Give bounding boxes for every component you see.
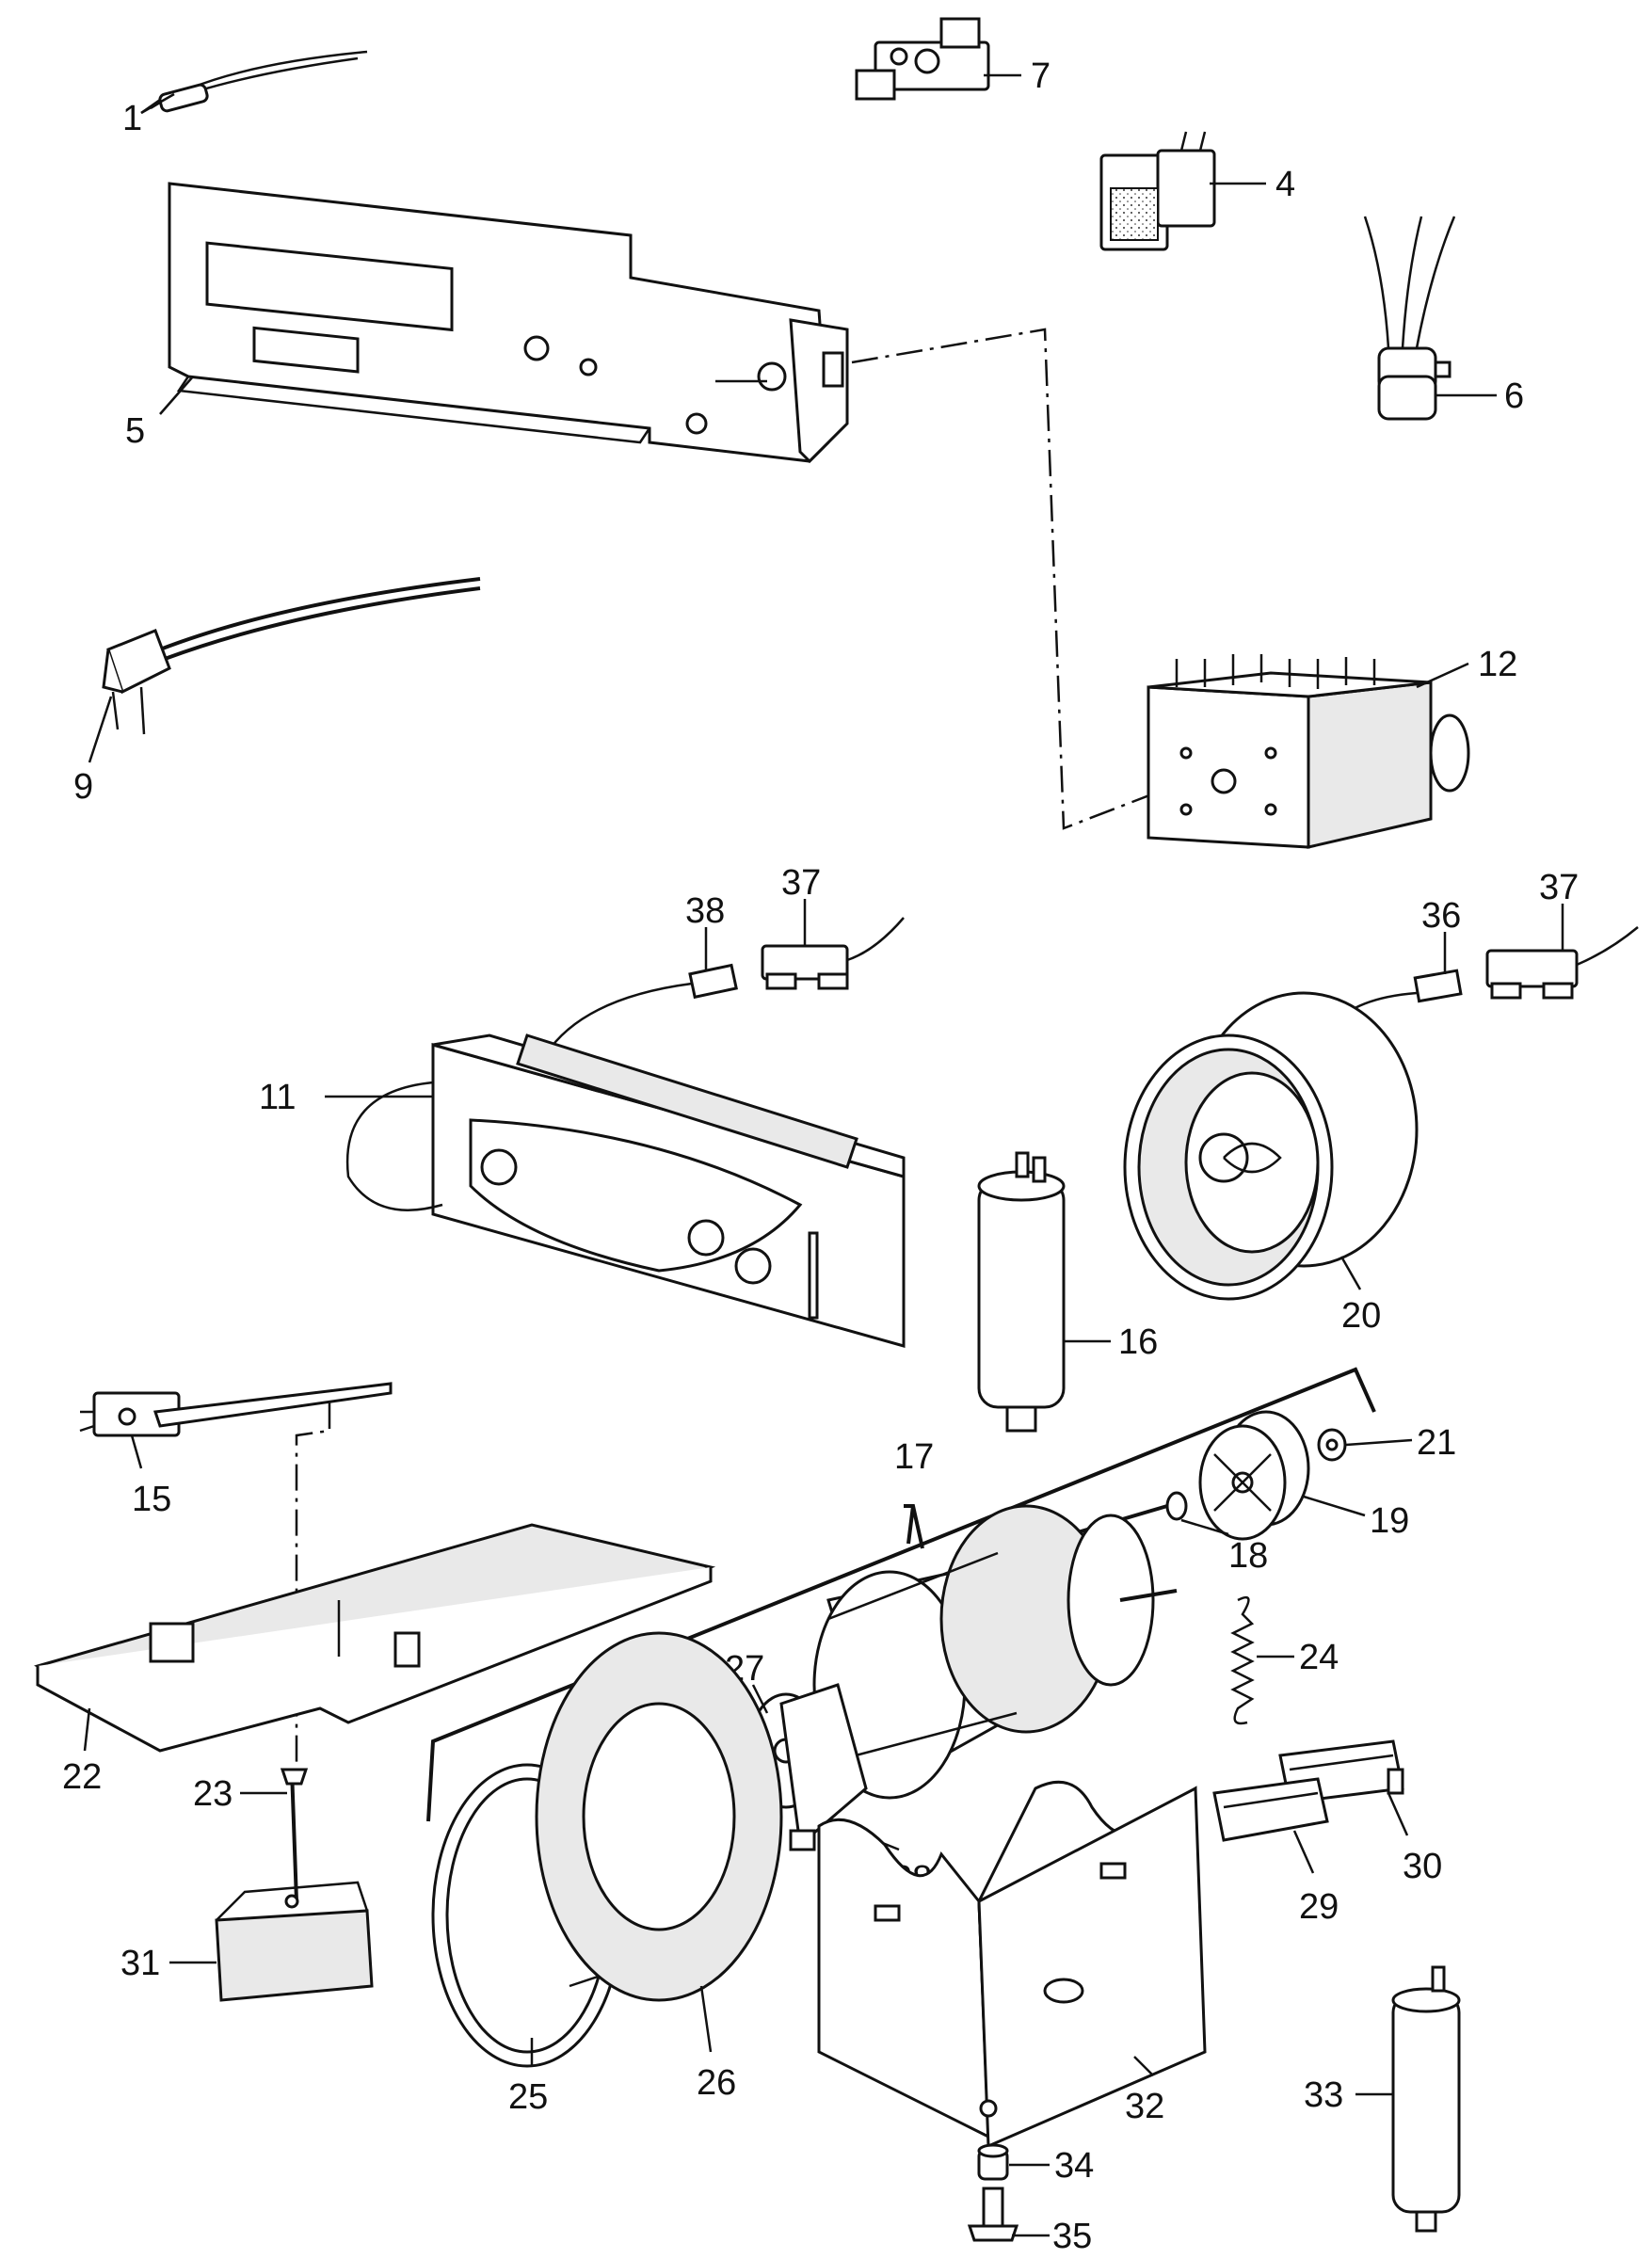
connector-panel-to-timer <box>851 328 1187 830</box>
label-1-text: 1 <box>122 99 142 138</box>
part-1-sensor-wire <box>140 50 368 115</box>
label-37a: 37 <box>781 863 821 946</box>
label-32-text: 32 <box>1125 2087 1164 2126</box>
label-1: 1 <box>122 98 161 138</box>
label-37a-text: 37 <box>781 863 821 903</box>
label-20-text: 20 <box>1341 1296 1381 1336</box>
label-35: 35 <box>1012 2217 1092 2256</box>
label-21: 21 <box>1345 1423 1456 1463</box>
label-23: 23 <box>193 1774 287 1814</box>
label-38-text: 38 <box>685 891 725 931</box>
part-23-screw <box>280 1768 309 1902</box>
label-16-text: 16 <box>1118 1322 1158 1362</box>
label-22-text: 22 <box>62 1757 102 1797</box>
label-34-text: 34 <box>1054 2146 1094 2186</box>
part-33-capacitor <box>1391 1965 1461 2233</box>
label-37b-text: 37 <box>1539 868 1579 907</box>
part-18-washer <box>1165 1491 1188 1521</box>
part-24-spring <box>1230 1595 1255 1725</box>
label-34: 34 <box>1009 2146 1094 2186</box>
label-6-text: 6 <box>1504 376 1524 416</box>
part-11-heater-element <box>345 1033 906 1348</box>
label-31-text: 31 <box>120 1944 160 1983</box>
label-5-text: 5 <box>125 411 145 451</box>
part-28-bearing-bracket <box>779 1683 868 1851</box>
label-26-text: 26 <box>697 2063 736 2103</box>
label-6: 6 <box>1435 376 1524 416</box>
label-36-text: 36 <box>1421 896 1461 936</box>
label-12-text: 12 <box>1478 645 1517 684</box>
part-22-base-plate <box>34 1523 716 1753</box>
label-12: 12 <box>1416 645 1517 689</box>
label-15-text: 15 <box>132 1480 171 1519</box>
label-22: 22 <box>62 1707 102 1797</box>
part-15-microswitch <box>79 1382 393 1437</box>
label-30: 30 <box>1387 1792 1442 1886</box>
label-15: 15 <box>130 1434 171 1519</box>
label-4-text: 4 <box>1275 165 1295 204</box>
label-24-text: 24 <box>1299 1638 1339 1677</box>
part-37-plug-left <box>761 917 905 990</box>
label-19-text: 19 <box>1370 1501 1409 1541</box>
label-26: 26 <box>697 1985 736 2103</box>
label-7: 7 <box>984 56 1051 96</box>
label-4: 4 <box>1210 165 1295 204</box>
label-25-text: 25 <box>508 2077 548 2117</box>
label-33: 33 <box>1304 2075 1393 2115</box>
part-21-nut <box>1317 1428 1347 1462</box>
label-21-text: 21 <box>1417 1423 1456 1463</box>
part-20-fan-impeller <box>1123 991 1419 1301</box>
label-7-text: 7 <box>1031 56 1051 96</box>
label-9: 9 <box>73 696 113 807</box>
label-23-text: 23 <box>193 1774 233 1814</box>
label-18: 18 <box>1180 1518 1268 1576</box>
label-25: 25 <box>508 2038 548 2117</box>
label-38: 38 <box>685 891 725 969</box>
part-12-programme-timer <box>1147 654 1470 849</box>
label-29: 29 <box>1292 1830 1339 1927</box>
part-7-switch <box>855 17 990 101</box>
label-19: 19 <box>1303 1495 1409 1541</box>
label-11-text: 11 <box>259 1078 296 1117</box>
part-29-terminal-block <box>1212 1777 1329 1842</box>
part-6-suppressor <box>1363 216 1456 421</box>
label-17: 17 <box>894 1437 934 1477</box>
part-4-relay <box>1099 131 1216 251</box>
part-37-plug-right <box>1485 926 1639 1000</box>
part-32-motor-cradle <box>817 1780 1207 2149</box>
part-17-motor <box>812 1504 1178 1800</box>
label-16: 16 <box>1064 1322 1158 1362</box>
label-30-text: 30 <box>1403 1847 1442 1886</box>
label-29-text: 29 <box>1299 1887 1339 1927</box>
part-16-capacitor <box>977 1151 1066 1433</box>
label-18-text: 18 <box>1228 1536 1268 1576</box>
part-35-bolt <box>967 2187 1019 2242</box>
part-17-motor-assembly-bracket <box>426 1367 1376 1822</box>
label-33-text: 33 <box>1304 2075 1343 2115</box>
part-19-pulley <box>1198 1410 1310 1541</box>
part-5-control-panel <box>168 182 849 464</box>
part-9-mains-plug <box>102 577 481 735</box>
label-20: 20 <box>1339 1256 1381 1336</box>
label-35-text: 35 <box>1052 2217 1092 2256</box>
part-26-fan-backplate <box>535 1631 783 2002</box>
label-9-text: 9 <box>73 767 93 807</box>
label-11: 11 <box>259 1078 433 1117</box>
label-37b: 37 <box>1539 868 1579 951</box>
label-24: 24 <box>1257 1638 1339 1677</box>
part-31-foot-pad <box>215 1881 374 2002</box>
label-17-text: 17 <box>894 1437 934 1477</box>
label-32: 32 <box>1125 2056 1164 2126</box>
part-34-grommet <box>977 2143 1009 2181</box>
label-36: 36 <box>1421 896 1461 974</box>
part-38-connector <box>544 963 738 1055</box>
label-31: 31 <box>120 1944 217 1983</box>
label-5: 5 <box>125 376 194 451</box>
